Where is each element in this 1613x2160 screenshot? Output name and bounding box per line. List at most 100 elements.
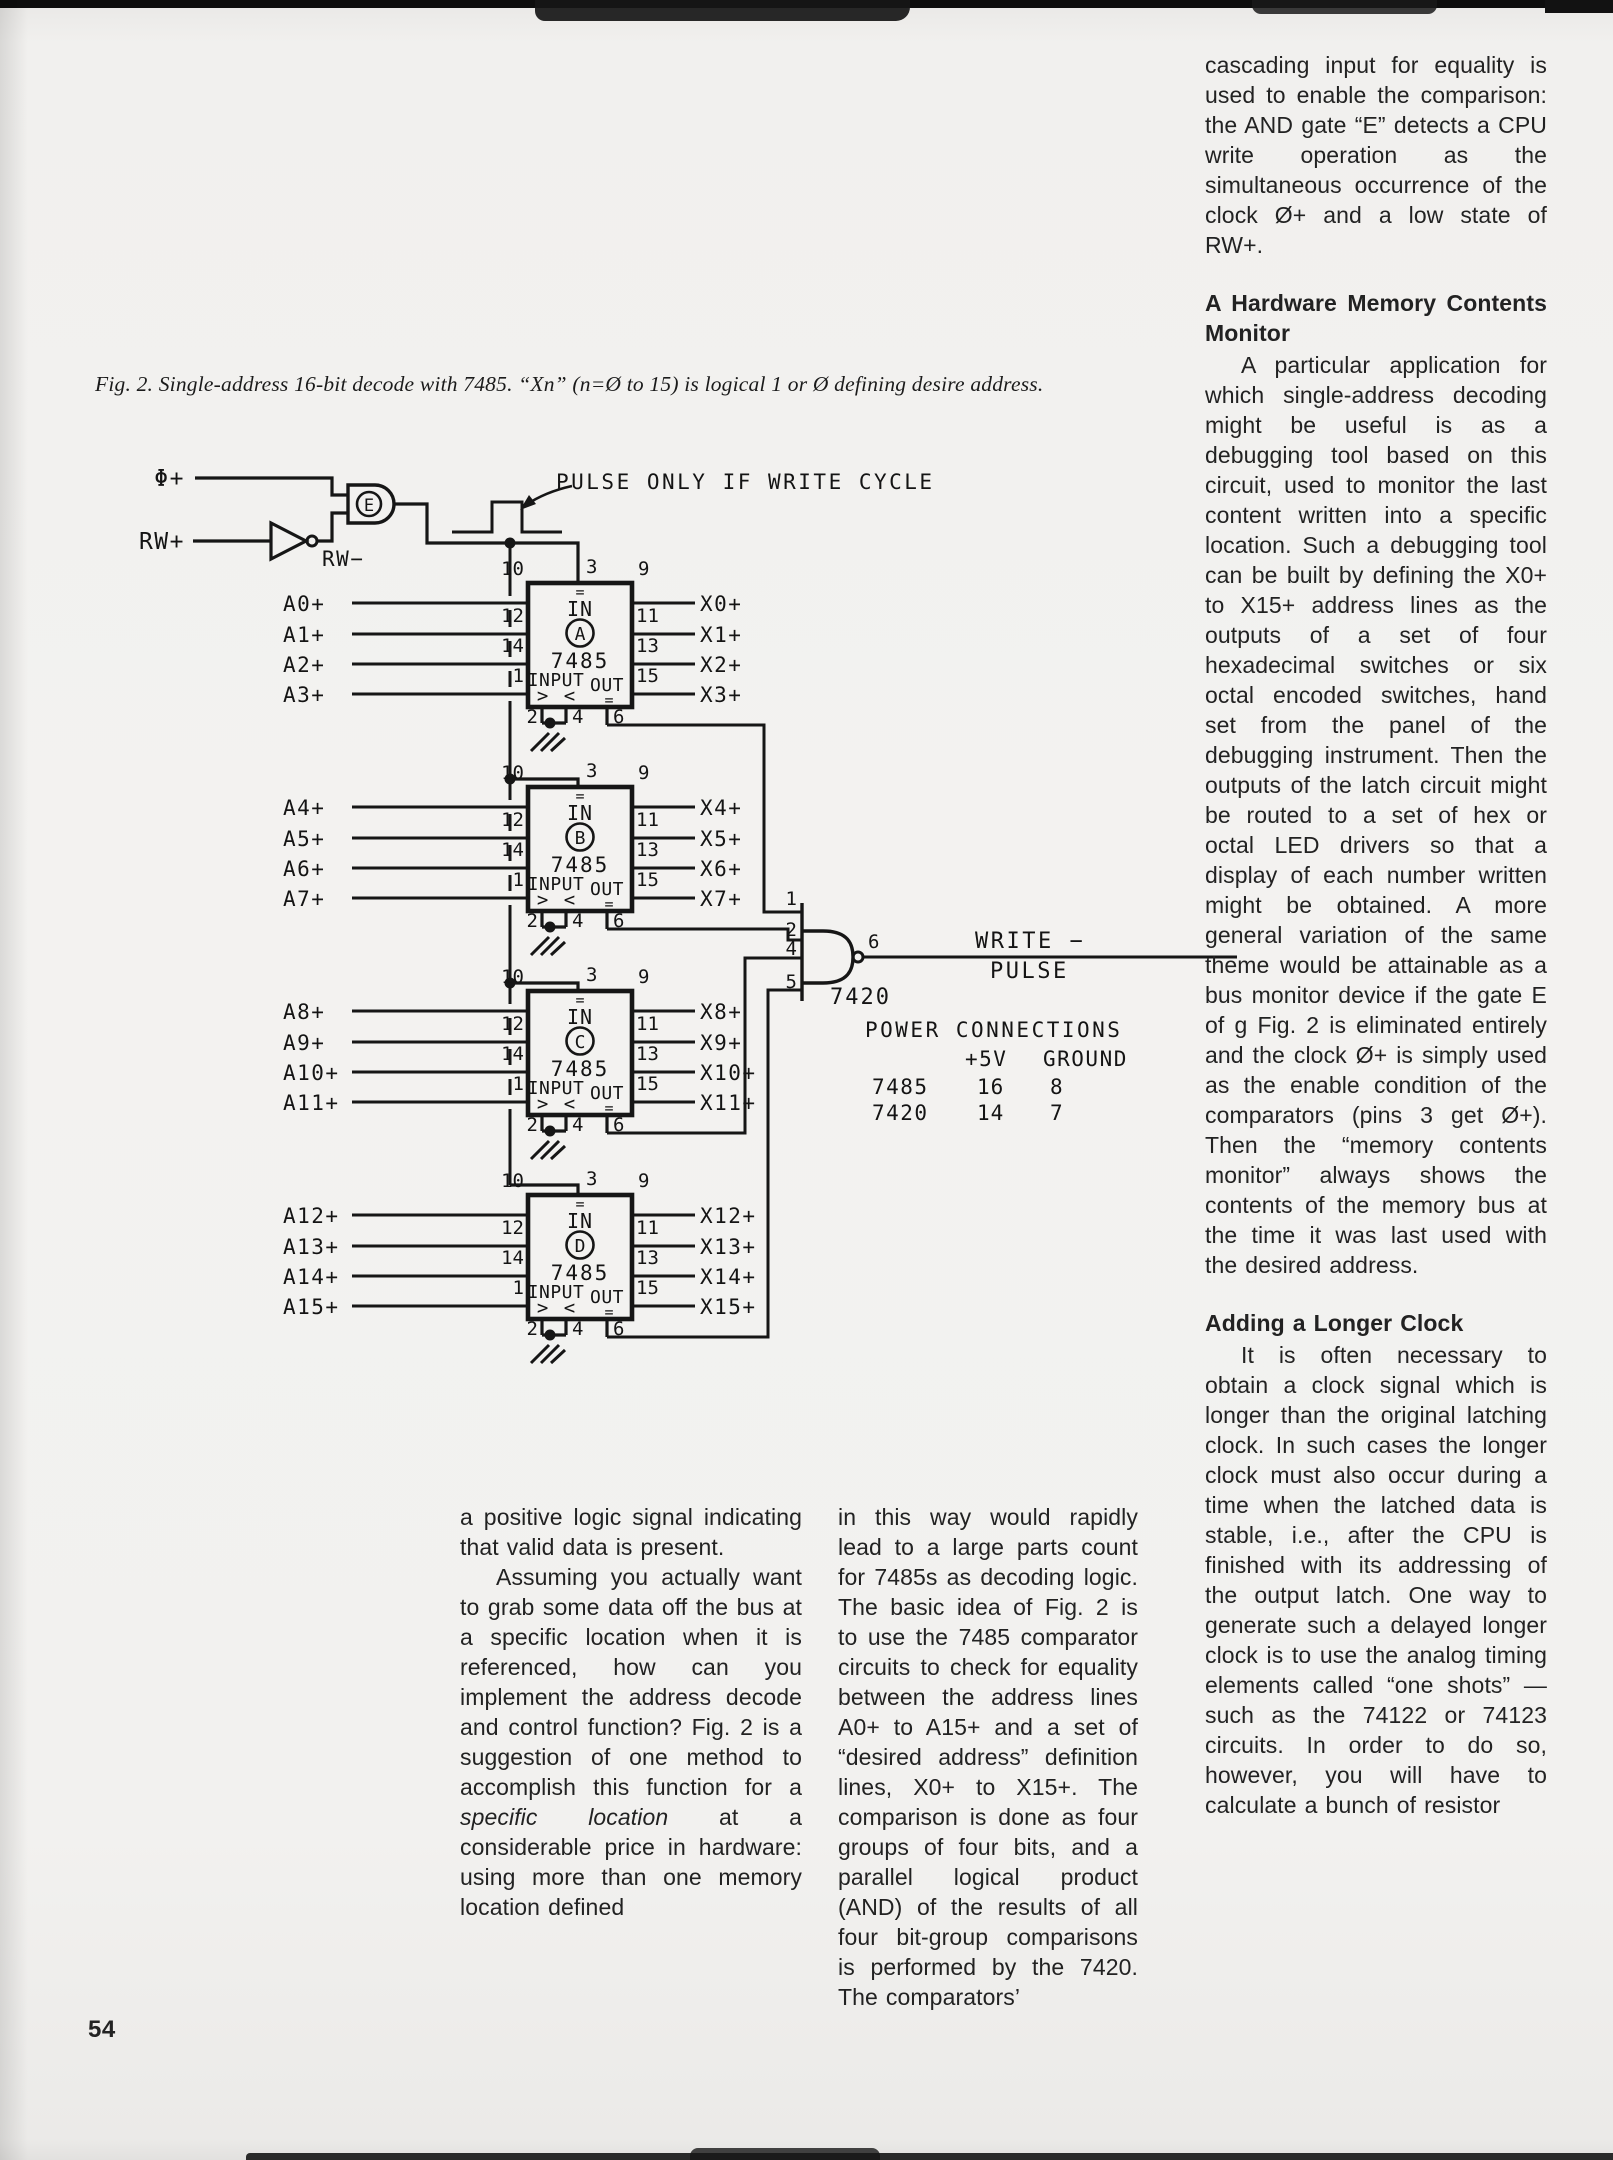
- scan-edge-bottom: [246, 2153, 1613, 2160]
- schematic-label: IN: [567, 1209, 593, 1233]
- pin-number: 6: [613, 706, 624, 728]
- pin-number: 15: [636, 665, 659, 687]
- pin-number: 9: [638, 1170, 649, 1192]
- scan-edge-top-blob: [535, 0, 910, 21]
- pin-number: 3: [586, 1168, 597, 1190]
- wire: [195, 476, 348, 497]
- scan-edge-bottom-blob: [690, 2148, 880, 2160]
- pin-number: 15: [636, 1073, 659, 1095]
- junction-dot: [544, 921, 556, 933]
- decode-output-label: X5+: [700, 827, 742, 851]
- paragraph-text: Assuming you actually want to grab some …: [460, 1564, 802, 1800]
- scan-edge-left-shadow: [0, 0, 28, 2160]
- power-table-title: POWER CONNECTIONS: [865, 1018, 1122, 1042]
- ground-symbol: [529, 935, 551, 957]
- junction-dot: [544, 1329, 556, 1341]
- paragraph: Assuming you actually want to grab some …: [460, 1562, 802, 1922]
- schematic-label: > <: [537, 1093, 577, 1115]
- pin-number: 12: [501, 1217, 524, 1239]
- paragraph: It is often necessary to obtain a clock …: [1205, 1342, 1547, 1818]
- chip-part-number: 7485: [551, 853, 610, 877]
- pin-number: 1: [513, 1277, 524, 1299]
- inverter-bubble: [305, 534, 319, 548]
- address-input-label: A1+: [283, 623, 325, 647]
- pin-number: 11: [636, 809, 659, 831]
- ground-symbol: [549, 1144, 567, 1161]
- address-input-label: A3+: [283, 683, 325, 707]
- chip-letter: B: [575, 828, 586, 849]
- pin-number: 9: [638, 762, 649, 784]
- decode-output-label: X14+: [700, 1265, 757, 1289]
- eq-out-C: [607, 956, 802, 1135]
- pin-number: 10: [501, 1170, 524, 1192]
- schematic-label: =: [575, 991, 584, 1009]
- comparator-chip-A: [525, 580, 635, 710]
- decode-output-label: X11+: [700, 1091, 757, 1115]
- eq-out-D: [607, 988, 802, 1339]
- pin-number: 6: [613, 1114, 624, 1136]
- address-input-label: A5+: [283, 827, 325, 851]
- pin-number: 13: [636, 635, 659, 657]
- ground-symbol: [549, 940, 567, 957]
- power-table-header: GROUND: [1043, 1047, 1128, 1071]
- ground-symbol: [539, 731, 561, 753]
- decode-output-label: X7+: [700, 887, 742, 911]
- chip-part-number: 7485: [551, 1057, 610, 1081]
- address-input-label: A8+: [283, 1000, 325, 1024]
- section-heading: Adding a Longer Clock: [1205, 1310, 1464, 1336]
- pulse-note: PULSE ONLY IF WRITE CYCLE: [556, 470, 935, 494]
- address-input-label: A2+: [283, 653, 325, 677]
- gate-letter: E: [364, 496, 374, 516]
- schematic-label: =: [604, 1099, 613, 1117]
- pin-number: 4: [786, 938, 797, 960]
- rw-minus-label: RW−: [322, 547, 364, 571]
- address-input-label: A14+: [283, 1265, 340, 1289]
- pin-number: 15: [636, 1277, 659, 1299]
- chip-letter: C: [575, 1032, 586, 1053]
- decode-output-label: X0+: [700, 592, 742, 616]
- chip-letter-circle: [565, 822, 595, 852]
- power-table-ground: 7: [1050, 1101, 1064, 1125]
- pin-number: 10: [501, 966, 524, 988]
- address-input-label: A15+: [283, 1295, 340, 1319]
- address-input-label: A0+: [283, 592, 325, 616]
- pin-number: 4: [572, 1114, 583, 1136]
- schematic-label: =: [604, 691, 613, 709]
- pin-number: 2: [527, 706, 538, 728]
- chip-letter-circle: [565, 1026, 595, 1056]
- junction-dot: [544, 717, 556, 729]
- pin-number: 13: [636, 1247, 659, 1269]
- junction-dot: [504, 773, 516, 785]
- pin-number: 3: [586, 964, 597, 986]
- pin-number: 10: [501, 762, 524, 784]
- scan-edge-top-blob: [1545, 0, 1613, 13]
- chip-letter-circle: [565, 618, 595, 648]
- pin-number: 9: [638, 558, 649, 580]
- address-input-label: A9+: [283, 1031, 325, 1055]
- paragraph: a positive logic signal indicating that …: [460, 1504, 802, 1560]
- schematic-label: INPUT: [528, 670, 585, 691]
- decode-output-label: X13+: [700, 1235, 757, 1259]
- pin-number: 2: [527, 1114, 538, 1136]
- power-table-part: 7420: [872, 1101, 929, 1125]
- schematic-label: IN: [567, 597, 593, 621]
- address-input-label: A11+: [283, 1091, 340, 1115]
- ground-symbol: [539, 1139, 561, 1161]
- schematic-label: INPUT: [528, 1282, 585, 1303]
- comparator-chip-B: [525, 784, 635, 914]
- power-table-ground: 8: [1050, 1075, 1064, 1099]
- pin-number: 3: [586, 760, 597, 782]
- chip-part-number: 7485: [551, 649, 610, 673]
- nand-bubble: [851, 950, 865, 964]
- schematic-label: =: [575, 1195, 584, 1213]
- schematic-label: INPUT: [528, 1078, 585, 1099]
- paragraph-text: at a considerable price in hardware: usi…: [460, 1804, 802, 1920]
- column-middle: in this way would rapidly lead to a larg…: [838, 1502, 1138, 2012]
- ground-symbol: [539, 935, 561, 957]
- schematic-label: =: [604, 895, 613, 913]
- eq-out-B: [607, 927, 802, 942]
- column-right: cascading input for equality is used to …: [1205, 50, 1547, 1820]
- decode-output-label: X3+: [700, 683, 742, 707]
